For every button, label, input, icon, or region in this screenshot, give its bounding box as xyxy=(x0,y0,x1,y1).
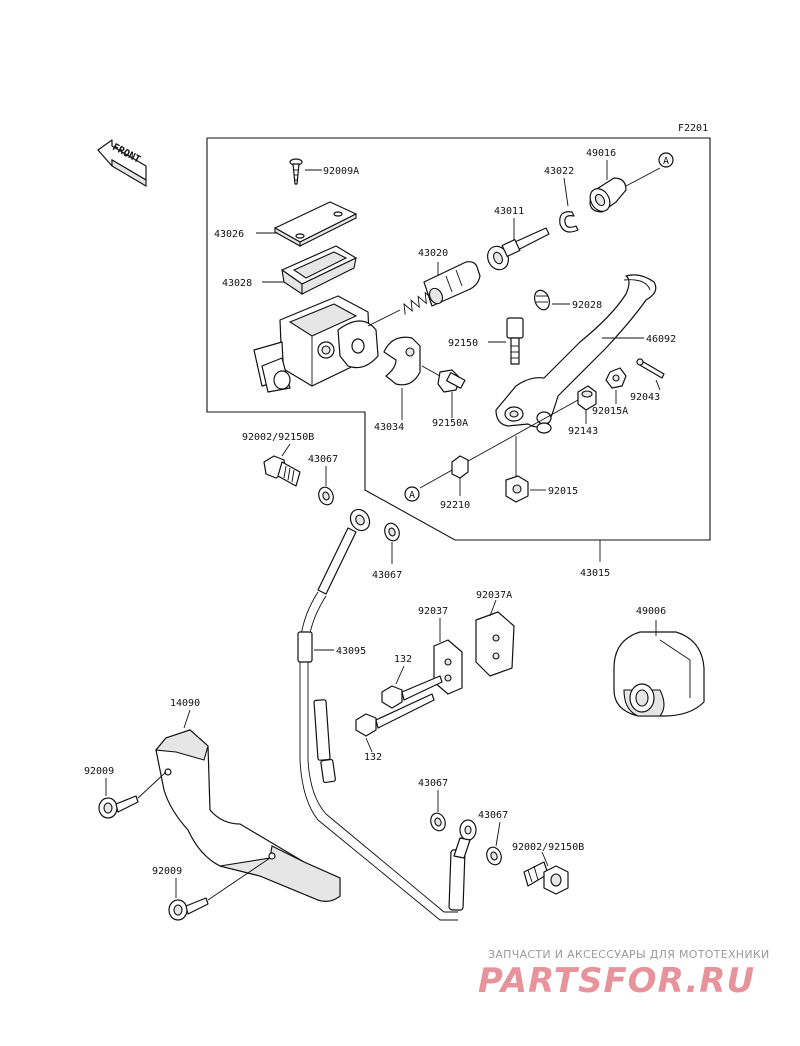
nut-92015 xyxy=(505,436,529,503)
label-92009a: 92009A xyxy=(323,166,359,177)
bolt-92009-a xyxy=(98,795,139,819)
label-43020: 43020 xyxy=(418,248,448,259)
label-43022: 43022 xyxy=(544,166,574,177)
label-43067-a: 43067 xyxy=(308,454,338,465)
push-rod xyxy=(487,227,550,271)
label-92002-top: 92002/92150B xyxy=(242,432,314,443)
label-43026: 43026 xyxy=(214,229,244,240)
ref-a-circle-bottom xyxy=(404,486,420,502)
label-46092: 46092 xyxy=(646,334,676,345)
adjuster-nut xyxy=(533,289,551,311)
label-92143: 92143 xyxy=(568,426,598,437)
label-43028: 43028 xyxy=(222,278,252,289)
label-92002-bottom: 92002/92150B xyxy=(512,842,584,853)
watermark-tagline: ЗАПЧАСТИ И АКСЕССУАРЫ ДЛЯ МОТОТЕХНИКИ xyxy=(488,948,770,961)
label-43011: 43011 xyxy=(494,206,524,217)
banjo-bolt-top xyxy=(263,455,301,487)
label-132-b: 132 xyxy=(364,752,382,763)
label-43095: 43095 xyxy=(336,646,366,657)
hose-guard xyxy=(154,729,341,902)
label-92210: 92210 xyxy=(440,500,470,511)
label-92037: 92037 xyxy=(418,606,448,617)
dust-boot xyxy=(589,177,627,213)
nut-92210 xyxy=(451,455,469,479)
hose-bracket-92037 xyxy=(433,639,463,695)
watermark-logo: PARTSFOR.RU xyxy=(478,961,756,1001)
nut-92015a xyxy=(605,367,627,389)
bolt-92150a xyxy=(421,365,466,393)
ref-a-circle-top xyxy=(658,152,674,168)
label-92015a: 92015A xyxy=(592,406,628,417)
bolt-132-a xyxy=(381,675,443,709)
label-49006: 49006 xyxy=(636,606,666,617)
pivot-bolt xyxy=(506,317,524,365)
bolt-92009-b xyxy=(168,897,209,921)
ref-a-label-bottom: A xyxy=(409,490,415,501)
hose-bracket-92037a xyxy=(475,611,515,677)
label-43015: 43015 xyxy=(580,568,610,579)
reservoir-cap xyxy=(274,201,357,247)
clutch-hose xyxy=(297,508,477,921)
label-49016: 49016 xyxy=(586,148,616,159)
clutch-lever xyxy=(495,274,657,434)
front-arrow-icon: FRONT xyxy=(97,139,147,187)
label-43034: 43034 xyxy=(374,422,404,433)
label-92009-b: 92009 xyxy=(152,866,182,877)
master-cylinder-body xyxy=(253,295,379,393)
label-92037a: 92037A xyxy=(476,590,512,601)
bolt-132-b xyxy=(355,693,435,737)
label-43067-d: 43067 xyxy=(478,810,508,821)
hose-holder xyxy=(613,631,705,717)
label-92015: 92015 xyxy=(548,486,578,497)
label-132-a: 132 xyxy=(394,654,412,665)
label-43067-b: 43067 xyxy=(372,570,402,581)
screw-92009a xyxy=(289,158,303,185)
banjo-bolt-bottom xyxy=(523,861,569,895)
figure-code: F2201 xyxy=(678,123,708,134)
assembly-frame xyxy=(206,137,711,541)
cotter-pin xyxy=(636,358,665,379)
label-92150a: 92150A xyxy=(432,418,468,429)
label-92043: 92043 xyxy=(630,392,660,403)
diaphragm xyxy=(281,245,357,296)
circlip xyxy=(559,211,579,233)
collar-92143 xyxy=(577,385,597,411)
ref-a-label-top: A xyxy=(663,156,669,167)
label-43067-c: 43067 xyxy=(418,778,448,789)
label-14090: 14090 xyxy=(170,698,200,709)
label-92028: 92028 xyxy=(572,300,602,311)
label-92150: 92150 xyxy=(448,338,478,349)
handlebar-clamp xyxy=(383,336,421,386)
label-92009-a: 92009 xyxy=(84,766,114,777)
piston-spring xyxy=(403,261,481,315)
